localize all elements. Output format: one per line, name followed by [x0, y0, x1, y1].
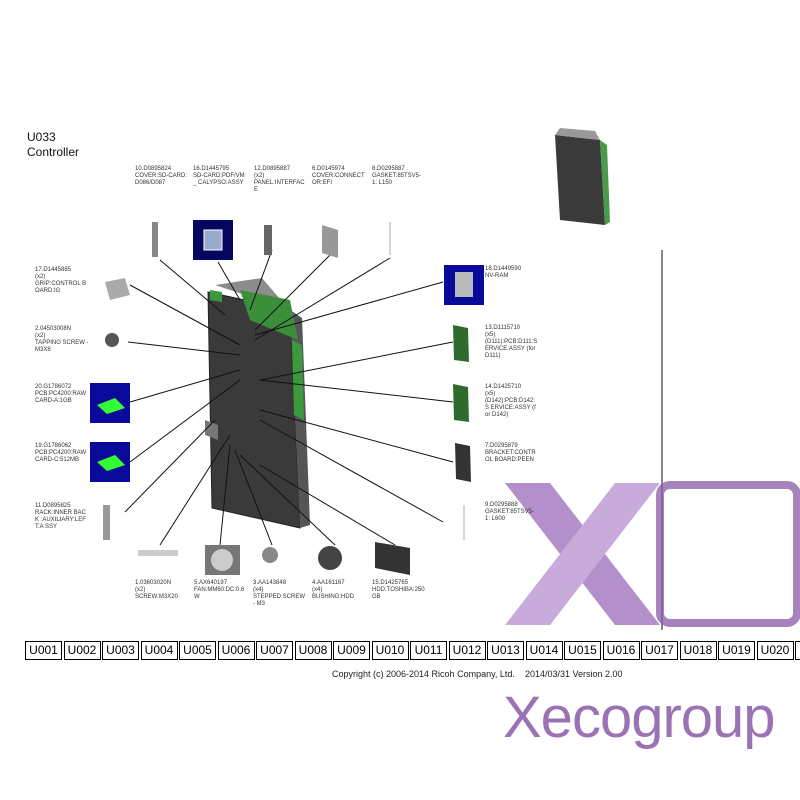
pcb-d142-part-icon — [453, 384, 469, 422]
part-label-3[interactable]: 3.AA143848(x4)STEPPED SCREW - M3 — [253, 580, 306, 607]
nav-link-u004[interactable]: U004 — [140, 641, 178, 660]
part-label-4[interactable]: 4.AA161167(x4)BUSHING:HDD — [312, 580, 355, 600]
part-label-13[interactable]: 13.D1115710(x5)(D111):PCB:D111:S ERVICE:… — [485, 325, 538, 359]
stepped-screw-part-icon — [262, 547, 278, 563]
rack-part-icon — [103, 505, 110, 540]
hdd-part-icon — [375, 542, 410, 575]
watermark-text: Xecogroup — [503, 685, 776, 750]
copyright-text: Copyright (c) 2006-2014 Ricoh Company, L… — [332, 669, 515, 679]
version-text: 2014/03/31 Version 2.00 — [524, 669, 623, 679]
pcb-d111-part-icon — [453, 325, 469, 362]
nav-link-u012[interactable]: U012 — [448, 641, 486, 660]
interface-panel-part-icon — [264, 225, 272, 255]
nav-link-u019[interactable]: U019 — [718, 641, 755, 660]
leader-lines — [124, 249, 663, 630]
nav-link-u006[interactable]: U006 — [217, 641, 255, 660]
screw-part-icon — [105, 333, 119, 347]
watermark-logo — [505, 481, 800, 627]
grip-part-icon — [105, 278, 130, 300]
controller-board-assembly — [205, 278, 310, 529]
nav-link-u008[interactable]: U008 — [294, 641, 332, 660]
bracket-part-icon — [455, 443, 471, 482]
nav-link-u020[interactable]: U020 — [756, 641, 794, 660]
bushing-part-icon — [318, 546, 342, 570]
nav-link-u001[interactable]: U001 — [25, 641, 62, 660]
nav-link-u013[interactable]: U013 — [487, 641, 524, 660]
nav-link-u002[interactable]: U002 — [63, 641, 101, 660]
part-label-14[interactable]: 14.D1425710(x5)(D142):PCB:D142:S ERVICE:… — [485, 384, 536, 418]
nav-link-u021[interactable]: U021 — [795, 641, 800, 660]
sd-cover-part-icon — [152, 222, 158, 257]
page-code: U033 — [27, 130, 56, 144]
part-label-1[interactable]: 1.03603020N(x2)SCREW:M3X20 — [135, 580, 178, 600]
page-title: Controller — [27, 145, 80, 159]
nav-link-u009[interactable]: U009 — [333, 641, 370, 660]
part-label-2[interactable]: 2.04503008N(x2)TAPPING SCREW - M3X8 — [35, 326, 89, 353]
footer: Copyright (c) 2006-2014 Ricoh Company, L… — [332, 669, 623, 680]
nav-link-u014[interactable]: U014 — [525, 641, 563, 660]
nav-link-u015[interactable]: U015 — [564, 641, 601, 660]
nav-link-u018[interactable]: U018 — [679, 641, 717, 660]
part-label-12[interactable]: 12.D0895887(x2)PANEL:INTERFAC E — [254, 166, 305, 193]
nav-link-u017[interactable]: U017 — [641, 641, 678, 660]
nav-link-u010[interactable]: U010 — [371, 641, 409, 660]
screw-m3x20-part-icon — [138, 550, 178, 556]
nav-link-u007[interactable]: U007 — [256, 641, 293, 660]
part-icons — [90, 220, 484, 575]
nav-link-u016[interactable]: U016 — [602, 641, 640, 660]
connector-cover-part-icon — [322, 225, 338, 258]
nav-link-u003[interactable]: U003 — [102, 641, 139, 660]
nav-link-u005[interactable]: U005 — [179, 641, 216, 660]
overview-thumbnail — [555, 128, 610, 225]
nav-link-u011[interactable]: U011 — [410, 641, 447, 660]
part-label-17[interactable]: 17.D1445885(x2)GRIP:CONTROL B OARD:IG — [35, 267, 87, 294]
